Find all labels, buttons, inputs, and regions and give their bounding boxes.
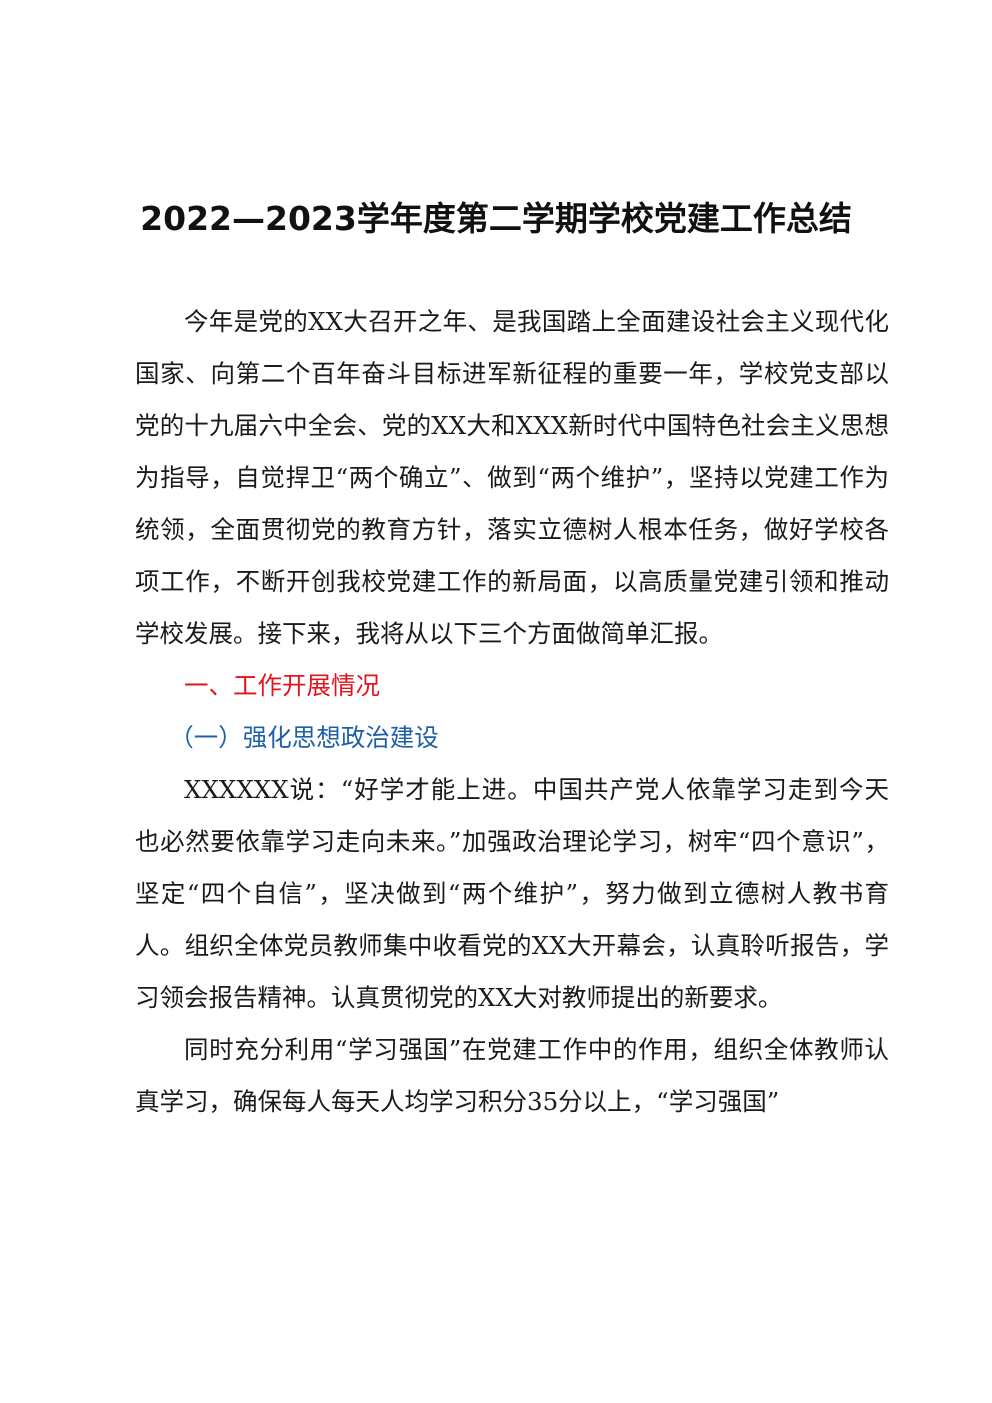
section-heading-work-progress: 一、工作开展情况 (184, 671, 380, 700)
document-title: 2022—2023学年度第二学期学校党建工作总结 (140, 199, 852, 238)
body-paragraph-xuexi-qiangguo: 同时充分利用“学习强国”在党建工作中的作用，组织全体教师认真学习，确保每人每天人… (135, 1035, 889, 1116)
intro-paragraph: 今年是党的XX大召开之年、是我国踏上全面建设社会主义现代化国家、向第二个百年奋斗… (135, 307, 889, 648)
subsection-heading-political-building: （一）强化思想政治建设 (169, 723, 439, 752)
document-body: 今年是党的XX大召开之年、是我国踏上全面建设社会主义现代化国家、向第二个百年奋斗… (135, 296, 889, 1128)
body-paragraph-study: XXXXXX说：“好学才能上进。中国共产党人依靠学习走到今天也必然要依靠学习走向… (135, 775, 889, 1012)
